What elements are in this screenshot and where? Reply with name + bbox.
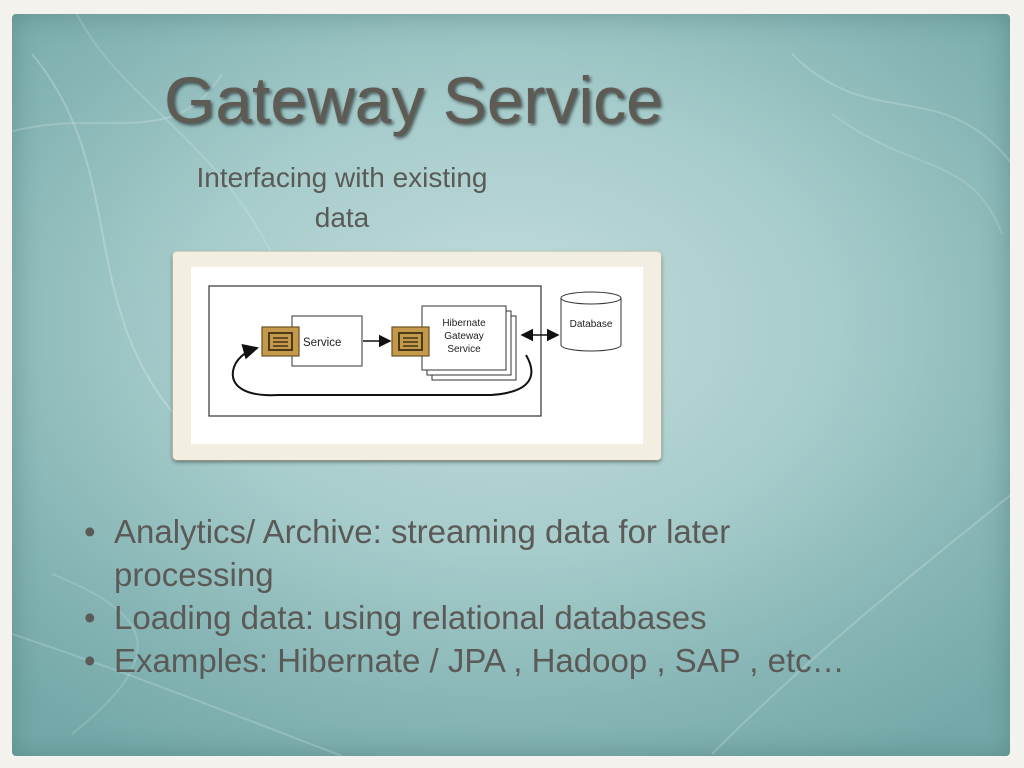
bullet-list: • Analytics/ Archive: streaming data for… (82, 510, 962, 682)
gateway-label-line-2: Gateway (444, 331, 483, 342)
service-label: Service (303, 337, 341, 349)
feedback-loop-arrow (231, 343, 533, 397)
background-swirls (12, 14, 1010, 756)
architecture-diagram: Service Hibernate Gateway Service (191, 267, 643, 444)
bullet-item: • Analytics/ Archive: streaming data for… (82, 510, 962, 596)
gateway-label-line-3: Service (447, 344, 481, 355)
subtitle-line-1: Interfacing with existing (196, 162, 488, 193)
bullet-text: Loading data: using relational databases (114, 599, 707, 636)
bullet-item: • Examples: Hibernate / JPA , Hadoop , S… (82, 639, 962, 682)
queue-icon (261, 326, 300, 357)
database-icon (560, 291, 622, 352)
gateway-label-line-1: Hibernate (442, 318, 486, 329)
bullet-text-continued: processing (114, 556, 274, 593)
slide-canvas: Gateway Service Interfacing with existin… (12, 14, 1010, 756)
service-box (291, 315, 363, 367)
bullet-text: Examples: Hibernate / JPA , Hadoop , SAP… (114, 642, 845, 679)
queue-icon (391, 326, 430, 357)
bullet-text: Analytics/ Archive: streaming data for l… (114, 513, 731, 550)
gateway-box (421, 305, 507, 371)
database-label: Database (570, 319, 613, 330)
bullet-dot-icon: • (84, 513, 96, 550)
bullet-dot-icon: • (84, 642, 96, 679)
slide-title: Gateway Service (164, 63, 663, 137)
bullet-item: • Loading data: using relational databas… (82, 596, 962, 639)
slide-subtitle: Interfacing with existing data (162, 158, 522, 238)
subtitle-line-2: data (314, 202, 370, 233)
diagram-frame: Service Hibernate Gateway Service (173, 252, 661, 460)
bullet-dot-icon: • (84, 599, 96, 636)
